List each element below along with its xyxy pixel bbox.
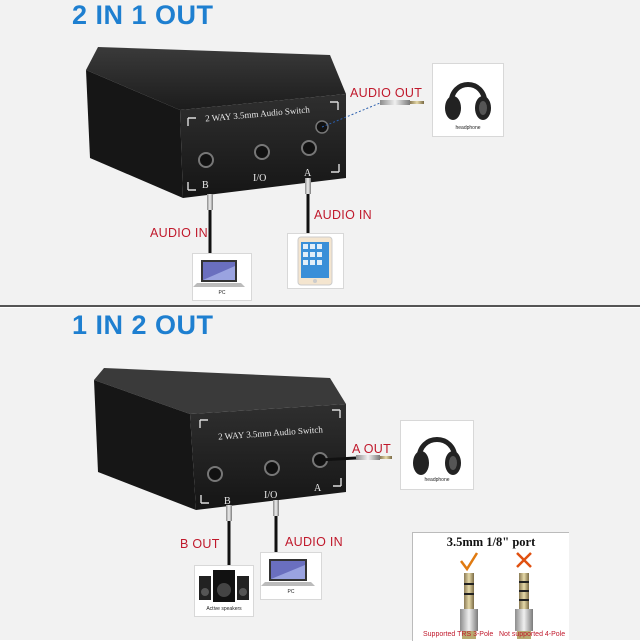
top-audio-in-left-label: AUDIO IN — [150, 226, 208, 240]
device-left-side — [86, 70, 183, 198]
bottom-port-io-label: I/O — [264, 490, 278, 501]
top-port-a-label: A — [304, 168, 312, 179]
bottom-pc-card: PC — [260, 552, 322, 600]
port-info-box: 3.5mm 1/8" port Supported TRS — [412, 532, 569, 641]
speakers-icon — [199, 570, 249, 602]
bottom-audio-in-label: AUDIO IN — [285, 535, 343, 549]
bottom-heading: 1 IN 2 OUT — [72, 310, 214, 340]
check-icon — [460, 552, 479, 572]
bottom-headphone-card: headphone — [400, 420, 474, 490]
plug-comparison-illustration — [460, 552, 533, 639]
device-top-face — [86, 47, 346, 110]
port-b — [198, 152, 214, 168]
port-io — [254, 144, 270, 160]
port-a — [301, 140, 317, 156]
not-supported-caption: Not supported 4-Pole — [499, 631, 566, 638]
top-pc-card: PC — [192, 253, 252, 301]
tablet-icon — [297, 236, 333, 286]
laptop-icon — [193, 260, 245, 287]
section-divider — [0, 305, 640, 307]
supported-caption: Supported TRS 3-Pole — [423, 631, 494, 638]
headphone-icon — [445, 82, 491, 120]
trs-plug — [460, 573, 478, 639]
speakers-card: Active speakers — [194, 565, 254, 617]
port-info-title: 3.5mm 1/8" port — [446, 535, 536, 549]
top-pc-caption: PC — [218, 290, 226, 296]
cross-icon — [516, 552, 532, 568]
laptop-icon — [261, 559, 315, 586]
trrs-plug — [515, 573, 533, 639]
bottom-a-out-label: A OUT — [352, 442, 392, 456]
bottom-port-b-label: B — [224, 496, 231, 507]
headphone-icon — [413, 437, 461, 475]
bottom-b-out-label: B OUT — [180, 537, 220, 551]
top-audio-in-right-label: AUDIO IN — [314, 208, 372, 222]
device-front-face — [190, 404, 346, 510]
top-headphone-card: headphone — [432, 63, 504, 137]
top-heading: 2 IN 1 OUT — [72, 0, 214, 30]
port-io — [264, 460, 280, 476]
top-tablet-card — [287, 233, 344, 289]
top-port-b-label: B — [202, 180, 209, 191]
device-left-side — [94, 380, 196, 510]
top-port-io-label: I/O — [253, 173, 267, 184]
port-b — [207, 466, 223, 482]
bottom-pc-caption: PC — [287, 589, 295, 595]
bottom-port-a-label: A — [314, 483, 322, 494]
top-headphone-caption: headphone — [455, 125, 481, 131]
device-top-face — [94, 368, 346, 414]
speakers-caption: Active speakers — [206, 606, 242, 612]
bottom-headphone-caption: headphone — [424, 477, 450, 483]
top-audio-out-label: AUDIO OUT — [350, 86, 423, 100]
